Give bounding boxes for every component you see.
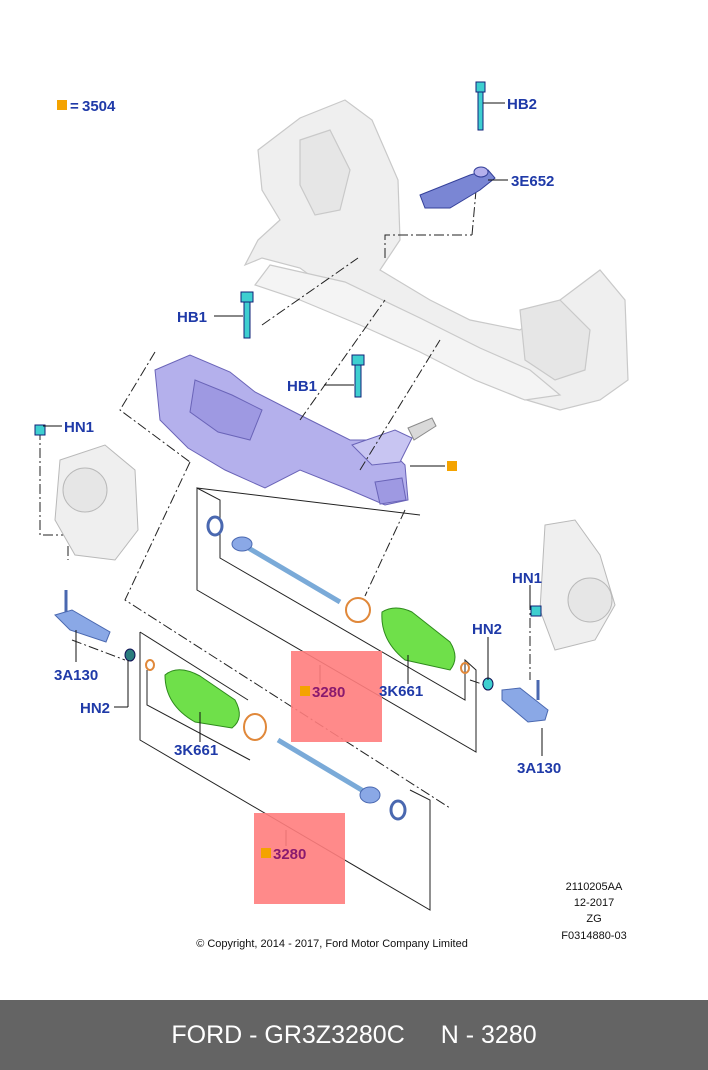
label-3k661-upper: 3K661 (379, 683, 423, 700)
label-hb1-right: HB1 (287, 378, 317, 395)
right-knuckle (539, 519, 616, 651)
idler-bracket (419, 166, 496, 209)
label-hn1-right: HN1 (512, 570, 542, 587)
lower-inner-tie-rod (276, 737, 407, 821)
label-hn2-left: HN2 (80, 700, 110, 717)
label-3k661-lower: 3K661 (174, 742, 218, 759)
info-line-1: 2110205AA (566, 881, 623, 893)
legend-code: 3504 (82, 98, 116, 115)
label-3280-lower: 3280 (273, 846, 306, 863)
copyright: © Copyright, 2014 - 2017, Ford Motor Com… (196, 938, 468, 950)
label-3280-upper: 3280 (312, 684, 345, 701)
label-hb2: HB2 (507, 96, 537, 113)
right-outer-tie-rod-end (482, 677, 549, 723)
upper-steering-boot (381, 607, 470, 674)
sealant-square-icon (447, 461, 457, 471)
footer-part-number: FORD - GR3Z3280C (171, 1020, 405, 1049)
lower-boot-kit-outline (139, 631, 431, 911)
highlight-rod-upper (291, 651, 382, 742)
left-outer-tie-rod-end (54, 590, 136, 662)
nut-hn1-right (530, 605, 542, 617)
lower-steering-boot (145, 659, 267, 741)
label-3a130-left: 3A130 (54, 667, 98, 684)
label-3a130-right: 3A130 (517, 760, 561, 777)
bolt-hb1-left (240, 291, 254, 339)
upper-inner-tie-rod (206, 515, 371, 623)
footer-reference: N - 3280 (440, 1020, 537, 1049)
bolt-hb1-right (351, 354, 365, 398)
info-line-2: 12-2017 (574, 897, 614, 909)
info-line-3: ZG (586, 913, 601, 925)
parts-diagram: = 3504 HB2 3E652 HB1 HB1 HN1 HN1 HN2 3A1… (34, 81, 629, 950)
label-hn1-left: HN1 (64, 419, 94, 436)
legend-square-icon (57, 100, 67, 110)
rod-lower-square-icon (261, 848, 271, 858)
steering-gear (154, 354, 437, 506)
leader-lines (43, 102, 543, 846)
left-knuckle (54, 444, 139, 561)
label-hb1-left: HB1 (177, 309, 207, 326)
label-idler-3e652: 3E652 (511, 173, 554, 190)
info-line-4: F0314880-03 (561, 930, 626, 942)
bolt-hb2 (475, 81, 486, 131)
label-hn2-right: HN2 (472, 621, 502, 638)
nut-hn1-left (34, 424, 46, 436)
highlight-rod-lower (254, 813, 345, 904)
subframe (243, 99, 629, 411)
legend-equals: = (70, 98, 79, 115)
rod-upper-square-icon (300, 686, 310, 696)
footer-bar: FORD - GR3Z3280C N - 3280 (0, 1000, 708, 1070)
